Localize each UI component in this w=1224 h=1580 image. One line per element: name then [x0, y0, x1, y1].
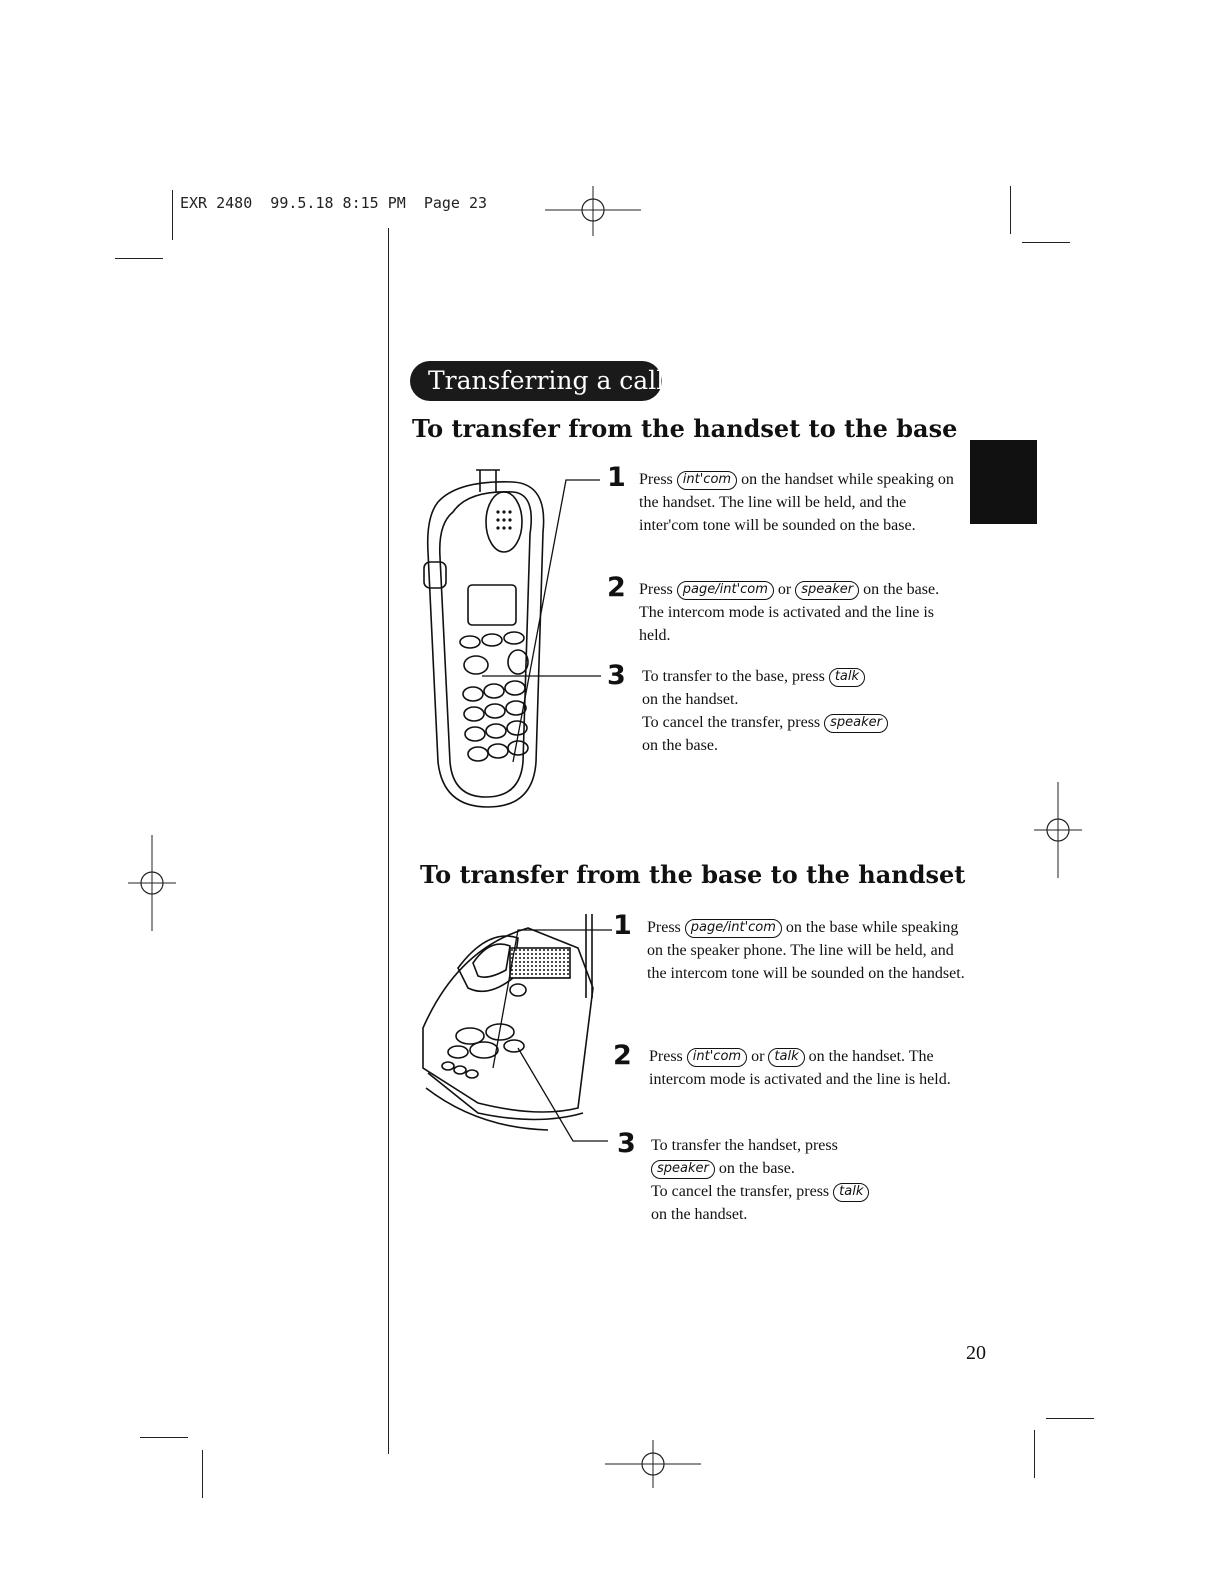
- crop-mark: [115, 258, 163, 259]
- talk-key: talk: [828, 668, 866, 687]
- registration-target-icon: [1034, 782, 1082, 878]
- step-number: 1: [607, 462, 626, 493]
- registration-target-icon: [605, 1440, 701, 1488]
- crop-mark: [172, 190, 173, 240]
- int-com-key: int'com: [686, 1048, 748, 1067]
- page-number: 20: [966, 1342, 986, 1364]
- step-text-part: To transfer to the base, press: [642, 668, 825, 685]
- step-text-part: Press: [647, 919, 681, 936]
- step-text-part: on the base while speaking on the speake…: [647, 919, 965, 982]
- step-text: Press page/int'com on the base while spe…: [647, 916, 967, 985]
- registration-target-icon: [545, 186, 641, 236]
- step-text: To transfer to the base, press talk on t…: [642, 665, 962, 757]
- crop-mark: [140, 1437, 188, 1438]
- handset-illustration: [423, 469, 601, 808]
- talk-key: talk: [833, 1183, 870, 1202]
- thumb-tab: [970, 440, 1037, 524]
- crop-mark: [1010, 186, 1011, 234]
- step-text: Press int'com or talk on the handset. Th…: [649, 1045, 969, 1091]
- step-text-part: on the handset.: [642, 691, 739, 708]
- step-number: 3: [617, 1128, 636, 1159]
- step-number: 2: [613, 1040, 632, 1071]
- step-text: To transfer the handset, press speaker o…: [651, 1134, 971, 1226]
- step-text: Press int'com on the handset while speak…: [639, 468, 959, 537]
- heading-handset-to-base: To transfer from the handset to the base: [412, 414, 958, 443]
- step-text-line: speaker on the base.: [651, 1157, 971, 1180]
- step-text-part: To cancel the transfer, press: [642, 714, 821, 731]
- step-text-part: Press: [649, 1048, 683, 1065]
- step-text-part: on the handset. The intercom mode is act…: [649, 1048, 951, 1088]
- crop-mark: [1034, 1430, 1035, 1478]
- print-slug: EXR 2480 99.5.18 8:15 PM Page 23: [180, 194, 488, 212]
- base-unit-illustration: [422, 914, 612, 1142]
- step-text-part: on the handset while speaking on the han…: [639, 471, 954, 534]
- speaker-key: speaker: [824, 714, 889, 733]
- section-title: Transferring a call: [428, 366, 665, 395]
- column-rule: [388, 228, 389, 1454]
- step-number: 3: [607, 660, 626, 691]
- step-text-part: or: [777, 581, 792, 598]
- int-com-key: int'com: [676, 471, 738, 490]
- speaker-key: speaker: [651, 1160, 715, 1179]
- section-title-pill: Transferring a call: [410, 361, 665, 401]
- step-text-part: To transfer the handset, press: [651, 1137, 838, 1154]
- speaker-key: speaker: [795, 581, 860, 600]
- talk-key: talk: [768, 1048, 805, 1067]
- page-int-com-key: page/int'com: [684, 919, 782, 938]
- step-text-part: To cancel the transfer, press: [651, 1183, 830, 1200]
- step-text-part: Press: [639, 471, 673, 488]
- crop-mark: [1046, 1418, 1094, 1419]
- step-number: 1: [613, 910, 632, 941]
- registration-target-icon: [128, 835, 176, 931]
- step-text-part: on the base. The intercom mode is activa…: [639, 581, 940, 644]
- step-text-part: on the handset.: [651, 1206, 748, 1223]
- crop-mark: [202, 1450, 203, 1498]
- step-text-part: on the base.: [718, 1160, 795, 1177]
- step-text-part: on the base.: [642, 737, 718, 754]
- page-int-com-key: page/int'com: [676, 581, 774, 600]
- step-text-part: or: [751, 1048, 765, 1065]
- heading-base-to-handset: To transfer from the base to the handset: [420, 860, 966, 889]
- step-text-part: Press: [639, 581, 673, 598]
- step-number: 2: [607, 572, 626, 603]
- crop-mark: [1022, 242, 1070, 243]
- step-text: Press page/int'com or speaker on the bas…: [639, 578, 959, 647]
